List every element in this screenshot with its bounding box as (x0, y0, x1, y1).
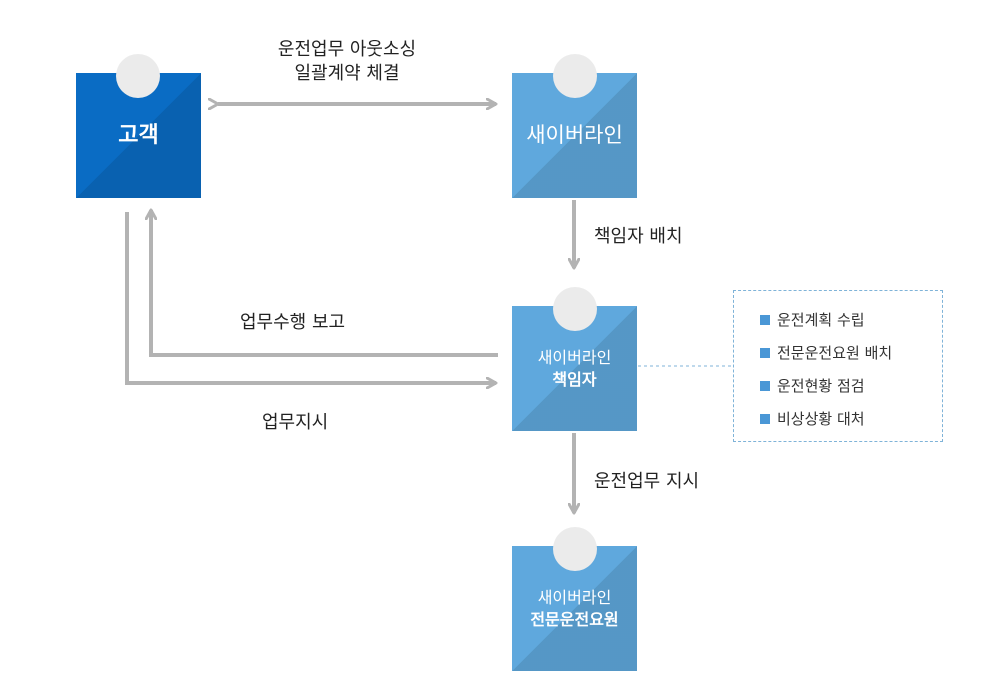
saei-circle (553, 54, 597, 98)
customer-label: 고객 (118, 122, 159, 148)
square-bullet-icon (760, 314, 770, 325)
customer-circle (116, 54, 160, 98)
square-bullet-icon (760, 380, 770, 391)
duty-item: 운전현황 점검 (760, 369, 942, 402)
contract-label: 운전업무 아웃소싱 일괄계약 체결 (247, 38, 447, 86)
square-bullet-icon (760, 413, 770, 424)
duty-text: 전문운전요원 배치 (777, 344, 893, 362)
instruct-arrow (125, 212, 496, 383)
driving-instruct-label: 운전업무 지시 (594, 471, 700, 492)
manager-circle (553, 287, 597, 331)
duty-text: 운전계획 수립 (777, 311, 865, 329)
saei-label: 새이버라인 (526, 123, 623, 148)
contract-label-line2: 일괄계약 체결 (294, 63, 400, 84)
report-arrow (151, 210, 498, 357)
duty-text: 운전현황 점검 (777, 377, 865, 395)
duty-item: 전문운전요원 배치 (760, 336, 942, 369)
driver-company-label: 새이버라인 (537, 587, 612, 607)
assign-manager-label: 책임자 배치 (594, 226, 683, 247)
manager-role-label: 책임자 (552, 369, 597, 389)
driver-role-label: 전문운전요원 (530, 609, 619, 629)
manager-company-label: 새이버라인 (537, 347, 612, 367)
manager-duties-box: 운전계획 수립 전문운전요원 배치 운전현황 점검 비상상황 대처 (733, 290, 943, 442)
square-bullet-icon (760, 347, 770, 358)
report-label: 업무수행 보고 (240, 312, 346, 333)
duty-item: 운전계획 수립 (760, 303, 942, 336)
driver-circle (553, 527, 597, 571)
duty-item: 비상상황 대처 (760, 402, 942, 435)
instruct-label: 업무지시 (262, 412, 329, 433)
contract-label-line1: 운전업무 아웃소싱 (277, 39, 417, 60)
duty-text: 비상상황 대처 (777, 410, 865, 428)
